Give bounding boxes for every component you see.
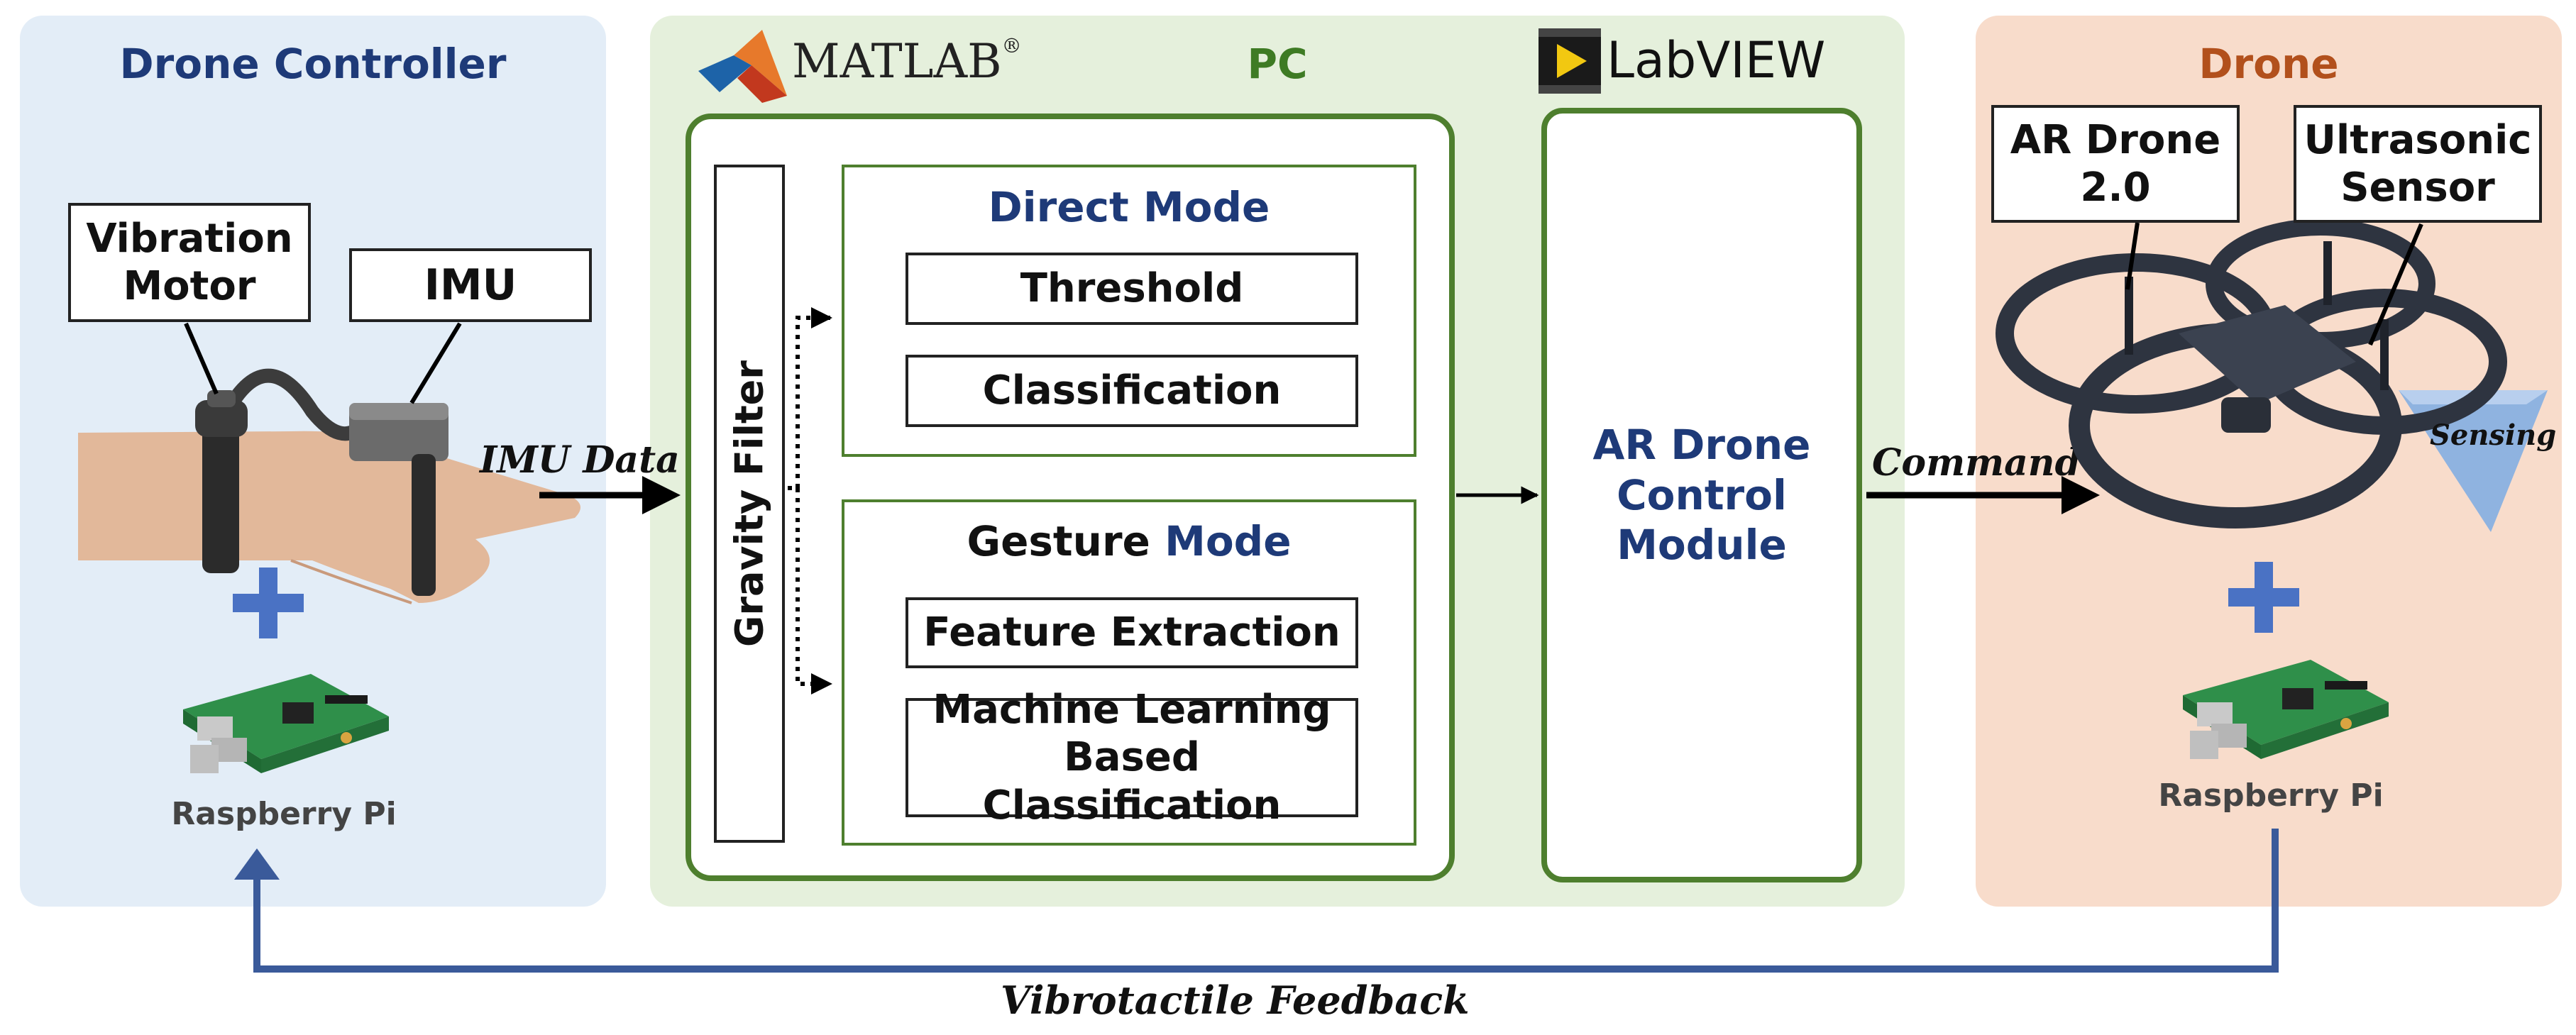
threshold-box: Threshold: [906, 253, 1358, 325]
ar-drone-illustration: [1996, 218, 2548, 532]
classification-box: Classification: [906, 355, 1358, 427]
imu-label: IMU: [349, 248, 592, 322]
plus-icon-controller: [233, 568, 304, 638]
ultrasonic-sensor-label: Ultrasonic Sensor: [2294, 105, 2542, 223]
vibration-motor-label: Vibration Motor: [68, 203, 311, 322]
hand-with-wearable-illustration: [78, 368, 580, 604]
feature-extraction-box: Feature Extraction: [906, 597, 1358, 668]
sensing-label: Sensing: [2430, 419, 2557, 452]
direct-mode-title: Direct Mode: [988, 183, 1270, 232]
raspberry-pi-board-icon: [183, 674, 389, 773]
raspberry-pi-label-drone: Raspberry Pi: [2158, 777, 2384, 814]
raspberry-pi-board-icon-drone: [2183, 660, 2389, 759]
drone-title: Drone: [2198, 40, 2339, 88]
callout-lines-controller: [184, 322, 462, 404]
labview-logo-text: LabVIEW: [1607, 31, 1826, 89]
plus-icon-drone: [2228, 562, 2299, 633]
callout-lines-drone: [2125, 222, 2423, 346]
matlab-logo-icon: [698, 30, 787, 103]
ar-drone-label: AR Drone 2.0: [1991, 105, 2240, 223]
vibrotactile-feedback-label: Vibrotactile Feedback: [1001, 978, 1470, 1023]
pc-title: PC: [1247, 40, 1308, 88]
matlab-logo-text: MATLAB®: [792, 34, 1022, 89]
drone-controller-title: Drone Controller: [119, 40, 507, 88]
raspberry-pi-label-controller: Raspberry Pi: [171, 795, 397, 832]
imu-data-label: IMU Data: [480, 438, 680, 482]
command-label: Command: [1872, 441, 2081, 485]
ar-drone-control-module-box: AR Drone Control Module: [1541, 108, 1862, 882]
gesture-mode-title: Gesture Mode: [967, 517, 1292, 566]
labview-logo-icon: [1539, 28, 1601, 94]
gravity-filter-box: Gravity Filter: [714, 165, 785, 843]
